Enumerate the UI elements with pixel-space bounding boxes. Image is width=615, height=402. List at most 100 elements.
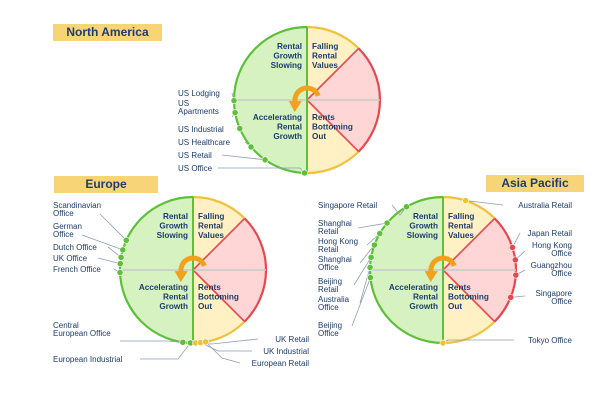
asia-pacific-market-dot: [439, 339, 447, 347]
europe-market-label: UK Industrial: [263, 347, 309, 356]
asia-pacific-market-dot: [462, 197, 469, 204]
europe-market-dot: [116, 269, 124, 276]
europe-market-8: UK Industrial: [197, 339, 309, 356]
north-america-market-2: US Industrial: [178, 125, 244, 134]
europe-market-label: European Retail: [252, 359, 310, 368]
asia-pacific-market-dot: [403, 203, 410, 211]
europe-market-label: Dutch Office: [53, 243, 97, 252]
north-america-market-label: US Industrial: [178, 125, 224, 134]
north-america-market-dot: [230, 97, 238, 105]
north-america-market-3: US Healthcare: [178, 138, 255, 151]
asia-pacific-cycle-arrow-icon: [428, 255, 457, 275]
asia-pacific-market-dot: [507, 293, 515, 301]
north-america-market-dot: [236, 125, 244, 132]
asia-pacific-market-dot: [511, 256, 519, 264]
region-title-europe: Europe: [54, 176, 158, 193]
north-america-market-label: US Lodging: [178, 89, 220, 98]
asia-pacific-market-dot: [366, 274, 374, 282]
europe-market-2: Dutch Office: [53, 243, 125, 261]
north-america-market-label: US Office: [178, 164, 213, 173]
north-america-cycle-arrow-icon: [292, 85, 321, 105]
europe-market-label: European Industrial: [53, 355, 123, 364]
europe-market-dot: [117, 253, 125, 261]
europe-market-label: French Office: [53, 265, 101, 274]
asia-pacific-market-8: Japan Retail: [509, 229, 572, 251]
asia-pacific-market-label: Singapore Retail: [318, 201, 377, 210]
asia-pacific-market-dot: [509, 244, 516, 251]
europe-market-4: French Office: [53, 265, 124, 276]
north-america-market-dot: [231, 109, 239, 117]
region-title-north-america: North America: [53, 24, 162, 41]
north-america-market-4: US Retail: [178, 151, 269, 164]
asia-pacific-market-7: Australia Retail: [462, 197, 572, 210]
asia-pacific-market-dot: [376, 230, 384, 237]
europe-market-6: European Industrial: [53, 339, 194, 364]
europe-market-dot: [119, 246, 127, 254]
europe-market-dot: [116, 260, 124, 268]
north-america-market-dot: [247, 143, 255, 151]
asia-pacific-market-dot: [366, 264, 374, 271]
north-america-market-label: US Retail: [178, 151, 212, 160]
region-title-asia-pacific: Asia Pacific: [486, 175, 584, 192]
asia-pacific-market-dot: [367, 253, 375, 261]
north-america-market-label: US Healthcare: [178, 138, 231, 147]
asia-pacific-market-dot: [371, 241, 378, 249]
asia-pacific-market-0: Singapore Retail: [318, 201, 410, 216]
north-america-market-0: US Lodging: [178, 89, 238, 105]
asia-pacific-market-label: Australia Retail: [518, 201, 572, 210]
europe-cycle-arrow-icon: [178, 255, 207, 275]
north-america-market-5: US Office: [178, 164, 308, 177]
europe-market-dot: [202, 338, 210, 346]
europe-market-dot: [179, 338, 187, 346]
europe-market-label: UK Office: [53, 254, 88, 263]
north-america-market-dot: [301, 169, 308, 177]
asia-pacific-market-12: Tokyo Office: [439, 336, 573, 347]
north-america-market-dot: [261, 156, 269, 164]
asia-pacific-market-dot: [383, 219, 391, 227]
asia-pacific-market-label: Japan Retail: [528, 229, 573, 238]
asia-pacific-market-dot: [512, 271, 520, 279]
europe-market-dot: [122, 236, 130, 244]
asia-pacific-market-label: Tokyo Office: [528, 336, 572, 345]
